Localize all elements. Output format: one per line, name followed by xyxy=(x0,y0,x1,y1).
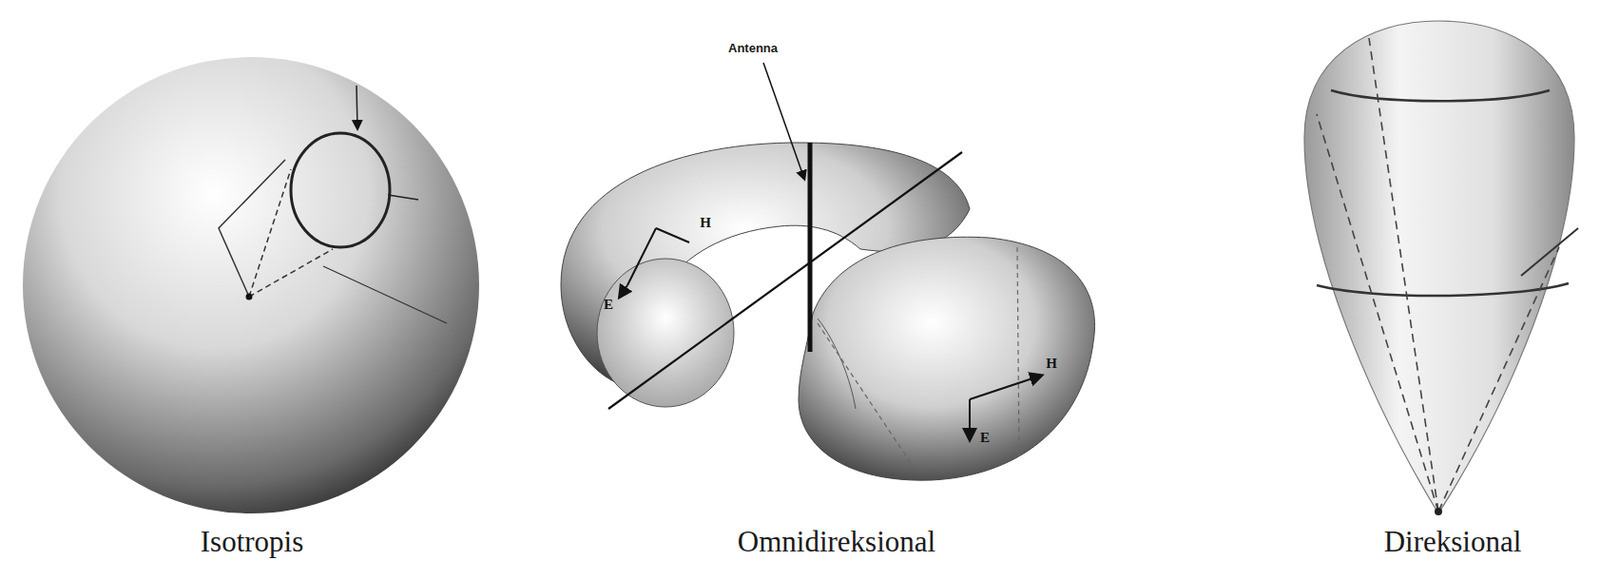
antenna-element xyxy=(808,142,813,352)
lobe-band xyxy=(1521,228,1579,276)
lobe-band xyxy=(1330,90,1550,101)
tangent-line xyxy=(323,266,447,324)
section-line xyxy=(817,323,913,466)
field-label: E xyxy=(980,429,990,446)
field-label: H xyxy=(1045,355,1058,372)
source-point xyxy=(1434,507,1443,516)
radius-line xyxy=(218,159,286,297)
solid-angle-lines xyxy=(249,169,333,297)
pointer-arrow xyxy=(356,85,358,129)
pattern-caption: Direksional xyxy=(1384,525,1523,559)
callout-label: Antenna xyxy=(728,41,778,56)
field-label: E xyxy=(603,296,614,313)
isotropic-sphere xyxy=(22,57,480,514)
sphere-body xyxy=(22,57,480,514)
field-arrow xyxy=(969,375,1041,400)
field-label: H xyxy=(699,214,712,232)
omnidirectional-torus xyxy=(560,62,1096,481)
pattern-caption: Omnidireksional xyxy=(737,525,936,559)
field-arrow xyxy=(619,285,628,297)
source-point xyxy=(246,293,253,301)
lobe-body xyxy=(1304,20,1575,514)
surface-area-circle xyxy=(290,133,390,248)
leader-line xyxy=(763,62,805,179)
beam-lines xyxy=(1438,247,1560,512)
pointer-line xyxy=(387,194,419,200)
field-vectors xyxy=(627,228,690,286)
section-line xyxy=(1017,247,1020,457)
beam-lines xyxy=(1316,38,1439,512)
field-arrow xyxy=(968,399,971,440)
axis-line xyxy=(608,152,963,409)
lobe-band xyxy=(1316,283,1569,296)
pattern-caption: Isotropis xyxy=(200,525,305,559)
directional-lobe xyxy=(1304,20,1579,516)
torus-front-lobe xyxy=(798,236,1096,481)
